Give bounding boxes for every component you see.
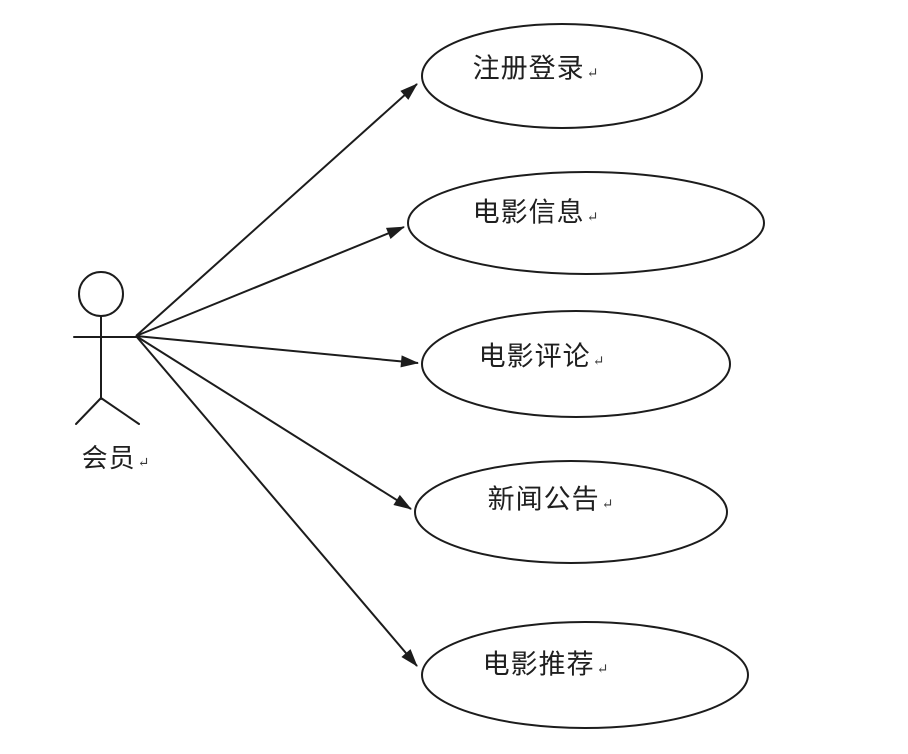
usecase-label-text: 电影推荐: [482, 649, 595, 680]
paragraph-mark-icon: ↵: [592, 354, 606, 370]
usecase-label-text: 电影评论: [478, 341, 591, 372]
actor-label-text: 会员: [81, 444, 136, 473]
paragraph-mark-icon: ↵: [137, 456, 151, 471]
paragraph-mark-icon: ↵: [601, 497, 615, 513]
usecase-ellipse-movie-info: [407, 171, 765, 275]
paragraph-mark-icon: ↵: [586, 66, 600, 82]
usecase-label-text: 新闻公告: [487, 484, 600, 515]
usecase-label-movie-recommend: 电影推荐↵: [482, 649, 610, 680]
association-arrow-movie-comment: [135, 335, 419, 368]
usecase-ellipse-register-login: [421, 23, 703, 129]
usecase-label-register-login: 注册登录↵: [472, 53, 600, 84]
actor-head: [78, 271, 124, 317]
paragraph-mark-icon: ↵: [596, 662, 610, 678]
actor-stick-figure-icon: [73, 271, 140, 425]
usecase-label-movie-comment: 电影评论↵: [478, 341, 606, 372]
usecase-label-text: 电影信息: [472, 197, 585, 228]
association-arrow-movie-info: [135, 226, 405, 337]
association-arrow-movie-recommend: [135, 335, 418, 667]
usecase-label-movie-info: 电影信息↵: [472, 197, 600, 228]
usecase-label-text: 注册登录: [472, 53, 585, 84]
actor-label: 会员↵: [82, 446, 151, 472]
usecase-ellipse-movie-comment: [421, 310, 731, 418]
paragraph-mark-icon: ↵: [586, 210, 600, 226]
actor-leg-right: [100, 397, 140, 425]
association-arrow-register-login: [135, 83, 418, 337]
usecase-ellipse-movie-recommend: [421, 621, 749, 729]
actor-leg-left: [75, 397, 102, 425]
usecase-ellipse-news-announcement: [414, 460, 728, 564]
usecase-label-news-announcement: 新闻公告↵: [487, 484, 615, 515]
association-arrow-news-announcement: [135, 335, 412, 510]
